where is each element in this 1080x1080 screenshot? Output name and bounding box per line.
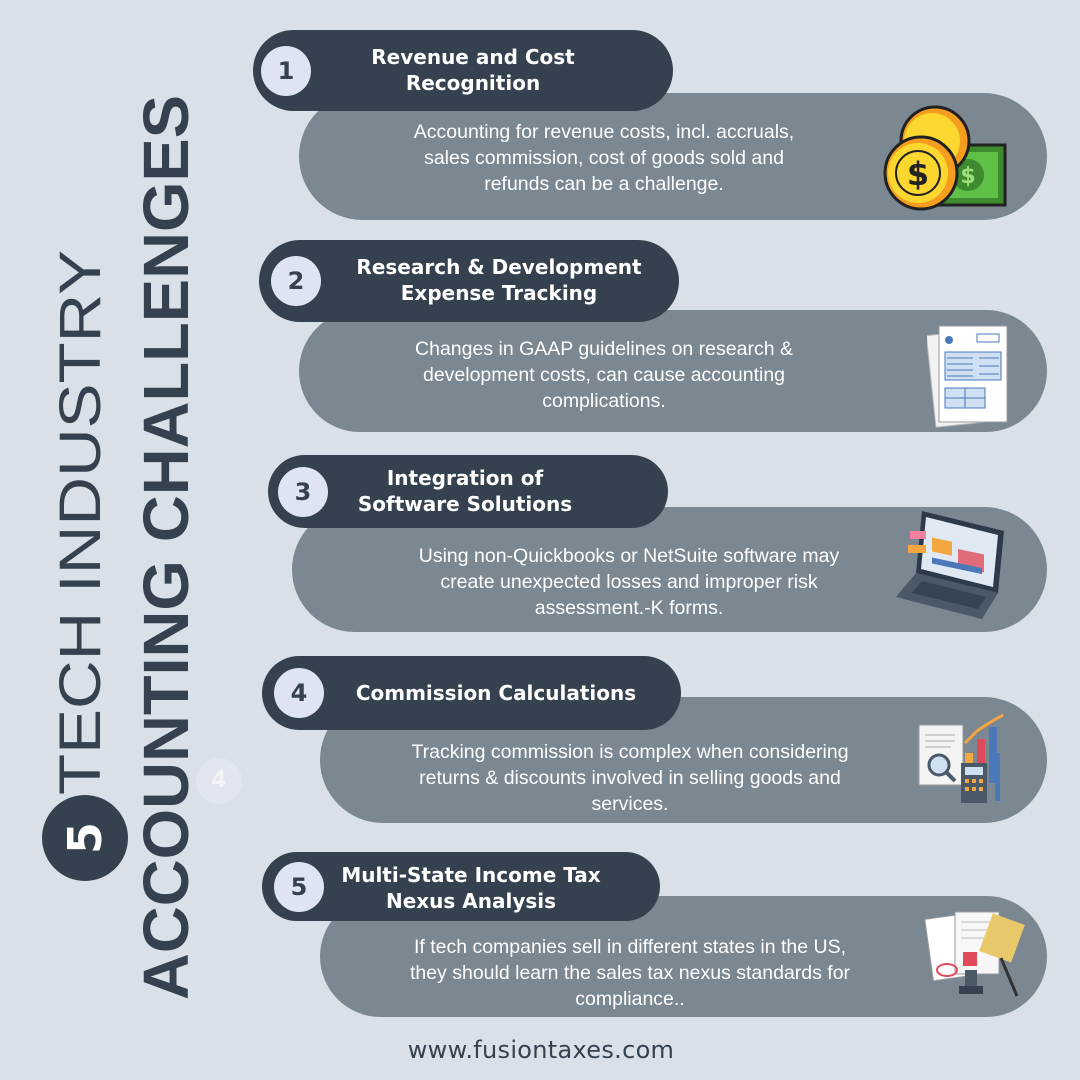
text-line: create unexpected losses and improper ri…: [440, 571, 818, 593]
heading-line: Revenue and Cost: [371, 45, 575, 69]
title-line2: ACCOUNTING CHALLENGES: [130, 95, 202, 1000]
svg-text:$: $: [960, 164, 975, 189]
item-3-header: 3 Integration of Software Solutions: [268, 455, 668, 528]
svg-text:$: $: [907, 155, 929, 193]
text-line: returns & discounts involved in selling …: [419, 767, 841, 789]
item-1-heading: Revenue and Cost Recognition: [323, 44, 623, 96]
text-line: Accounting for revenue costs, incl. accr…: [413, 121, 795, 143]
website-link[interactable]: www.fusiontaxes.com: [407, 1036, 675, 1064]
text-line: compliance..: [575, 988, 685, 1010]
documents-icon: [927, 325, 1008, 428]
item-3-text: Using non-Quickbooks or NetSuite softwar…: [344, 543, 914, 621]
item-5-heading: Multi-State Income Tax Nexus Analysis: [326, 862, 616, 914]
heading-line: Recognition: [405, 71, 541, 95]
heading-line: Software Solutions: [357, 492, 573, 516]
title-number-badge: [42, 795, 128, 881]
item-4-header: 4 Commission Calculations: [262, 656, 681, 730]
heading-line: Integration of: [386, 466, 544, 490]
text-line: refunds can be a challenge.: [484, 173, 724, 195]
item-4-number-badge: 4: [274, 668, 324, 718]
text-line: development costs, can cause accounting: [422, 364, 786, 386]
item-1-header: 1 Revenue and Cost Recognition: [253, 30, 673, 111]
item-3-number-badge: 3: [278, 466, 328, 517]
item-2-text: Changes in GAAP guidelines on research &…: [339, 336, 869, 414]
text-line: Tracking commission is complex when cons…: [411, 741, 849, 763]
laptop-dashboard-icon: [896, 511, 1004, 619]
item-4-text: Tracking commission is complex when cons…: [340, 739, 920, 817]
item-1-body: Accounting for revenue costs, incl. accr…: [299, 93, 1047, 220]
heading-line: Research & Development: [356, 255, 642, 279]
text-line: Changes in GAAP guidelines on research &: [415, 338, 793, 360]
calculator-report-icon: [918, 713, 1004, 803]
text-line: If tech companies sell in different stat…: [413, 936, 847, 958]
heading-line: Nexus Analysis: [385, 889, 557, 913]
item-3-heading: Integration of Software Solutions: [340, 465, 590, 517]
title-number: 5: [58, 822, 112, 854]
text-line: they should learn the sales tax nexus st…: [409, 962, 851, 984]
item-5-number-badge: 5: [274, 861, 324, 912]
text-line: services.: [591, 793, 669, 815]
coins-and-cash-icon: $ $: [883, 105, 1007, 211]
text-line: Using non-Quickbooks or NetSuite softwar…: [418, 545, 840, 567]
heading-line: Multi-State Income Tax: [341, 863, 601, 887]
item-2-heading: Research & Development Expense Tracking: [329, 254, 669, 306]
vertical-title: 5 TECH INDUSTRY ACCOUNTING CHALLENGES: [42, 95, 202, 1000]
item-1-number-badge: 1: [261, 45, 311, 96]
text-line: complications.: [542, 390, 666, 412]
tax-forms-stamp-icon: [925, 911, 1025, 997]
text-line: sales commission, cost of goods sold and: [424, 147, 784, 169]
item-2-number-badge: 2: [271, 256, 321, 306]
item-5-text: If tech companies sell in different stat…: [340, 934, 920, 1012]
item-2-header: 2 Research & Development Expense Trackin…: [259, 240, 679, 322]
ghost-number-badge: 4: [196, 758, 242, 804]
item-5-header: 5 Multi-State Income Tax Nexus Analysis: [262, 852, 660, 921]
text-line: assessment.-K forms.: [534, 597, 724, 619]
heading-line: Commission Calculations: [355, 681, 637, 705]
item-2-body: Changes in GAAP guidelines on research &…: [299, 310, 1047, 432]
item-1-text: Accounting for revenue costs, incl. accr…: [339, 119, 869, 197]
heading-line: Expense Tracking: [400, 281, 598, 305]
item-4-heading: Commission Calculations: [336, 680, 656, 706]
title-line1: TECH INDUSTRY: [48, 250, 113, 795]
